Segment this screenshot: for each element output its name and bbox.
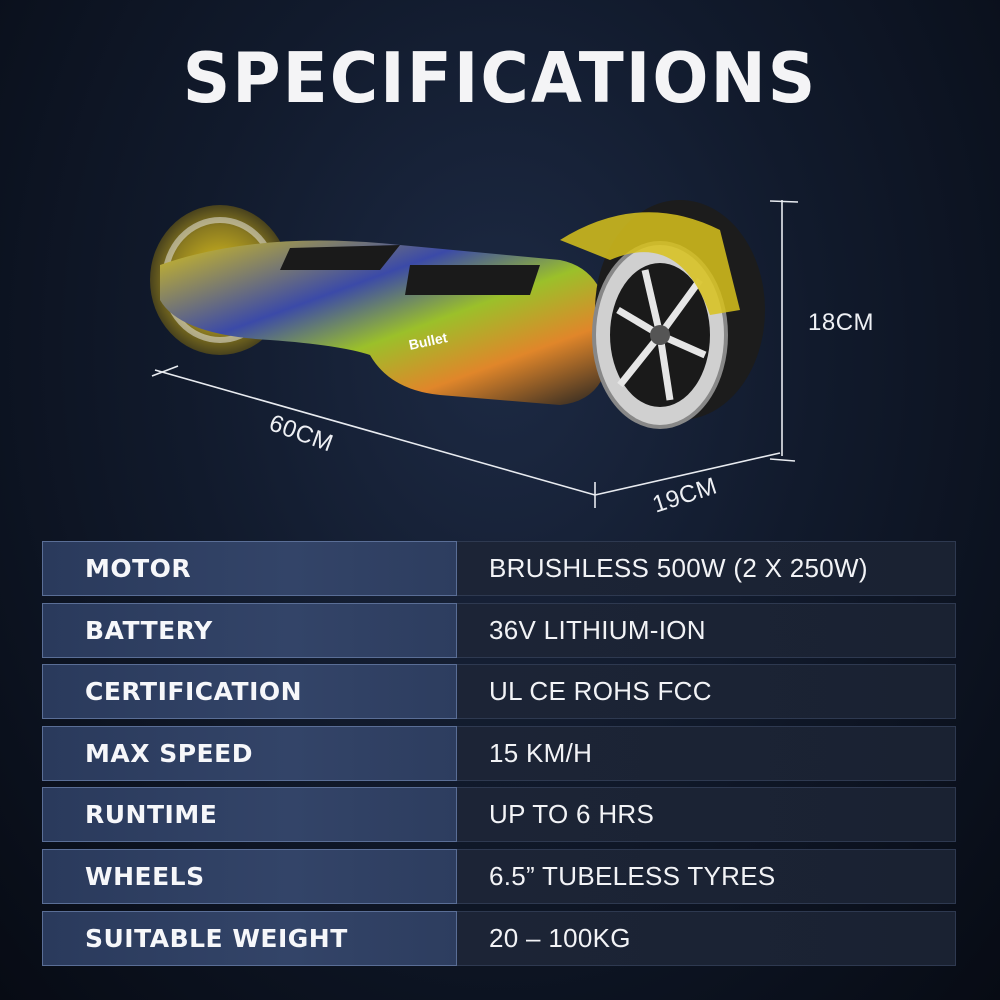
spec-row-wheels: WHEELS 6.5” TUBELESS TYRES [42, 848, 956, 904]
spec-value: 6.5” TUBELESS TYRES [457, 848, 956, 904]
spec-value: 15 KM/H [457, 725, 956, 781]
spec-label: RUNTIME [42, 787, 457, 843]
spec-label: BATTERY [42, 602, 457, 658]
spec-value: 20 – 100KG [457, 910, 956, 966]
spec-label: MOTOR [42, 541, 457, 596]
spec-row-motor: MOTOR BRUSHLESS 500W (2 X 250W) [42, 541, 956, 596]
spec-label: SUITABLE WEIGHT [42, 910, 457, 966]
spec-value: BRUSHLESS 500W (2 X 250W) [457, 541, 956, 596]
spec-label: MAX SPEED [42, 725, 457, 781]
spec-label: CERTIFICATION [42, 664, 457, 720]
spec-value: 36V LITHIUM-ION [457, 602, 956, 658]
spec-row-max-speed: MAX SPEED 15 KM/H [42, 725, 956, 781]
hoverboard-image: Bullet [150, 200, 799, 508]
brand-mark: Bullet [407, 329, 449, 353]
spec-table: MOTOR BRUSHLESS 500W (2 X 250W) BATTERY … [42, 541, 956, 972]
spec-label: WHEELS [42, 848, 457, 904]
spec-row-battery: BATTERY 36V LITHIUM-ION [42, 602, 956, 658]
dimension-lines [151, 200, 799, 508]
page-title: SPECIFICATIONS [182, 38, 818, 119]
spec-value: UL CE ROHS FCC [457, 664, 956, 720]
right-wheel [560, 200, 765, 429]
hoverboard-body [160, 240, 610, 405]
spec-row-runtime: RUNTIME UP TO 6 HRS [42, 787, 956, 843]
spec-row-certification: CERTIFICATION UL CE ROHS FCC [42, 664, 956, 720]
spec-value: UP TO 6 HRS [457, 787, 956, 843]
height-label: 18CM [808, 309, 875, 336]
spec-row-suitable-weight: SUITABLE WEIGHT 20 – 100KG [42, 910, 956, 966]
